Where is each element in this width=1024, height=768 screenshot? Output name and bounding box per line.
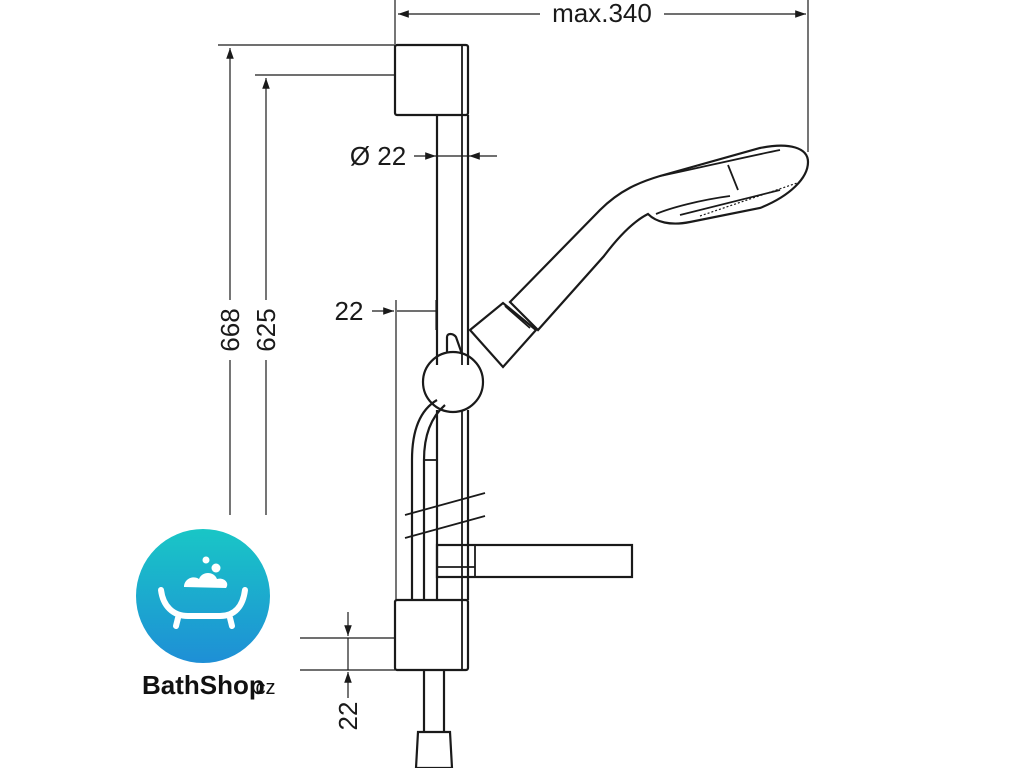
logo-suffix: .cz xyxy=(250,677,276,699)
bottom-offset-label: 22 xyxy=(333,702,363,731)
rail-offset-label: 22 xyxy=(335,296,364,326)
top-wall-bracket xyxy=(393,43,470,117)
dimension-mount-height: 625 xyxy=(251,74,395,515)
shower-hose xyxy=(410,399,446,600)
soap-shelf xyxy=(435,543,634,579)
dimension-max-width: max.340 xyxy=(394,0,809,152)
slider-holder xyxy=(421,301,538,414)
shower-rail xyxy=(404,115,486,600)
bubbles-icon xyxy=(184,556,228,588)
bathshop-logo: BathShop .cz xyxy=(136,529,276,700)
hand-shower xyxy=(508,144,810,332)
dimension-pipe-diameter: Ø 22 xyxy=(350,141,497,171)
pipe-diameter-label: Ø 22 xyxy=(350,141,406,171)
logo-name: BathShop xyxy=(142,670,265,700)
bathtub-icon xyxy=(158,587,248,629)
dimension-rail-offset: 22 xyxy=(335,296,437,600)
dimension-bottom-offset: 22 xyxy=(300,612,395,730)
hose-connector xyxy=(414,670,454,768)
max-width-label: max.340 xyxy=(552,0,652,28)
dimension-total-height: 668 xyxy=(215,44,395,515)
bottom-wall-bracket xyxy=(393,598,470,672)
total-height-label: 668 xyxy=(215,308,245,351)
logo-circle xyxy=(136,529,270,663)
mount-height-label: 625 xyxy=(251,308,281,351)
